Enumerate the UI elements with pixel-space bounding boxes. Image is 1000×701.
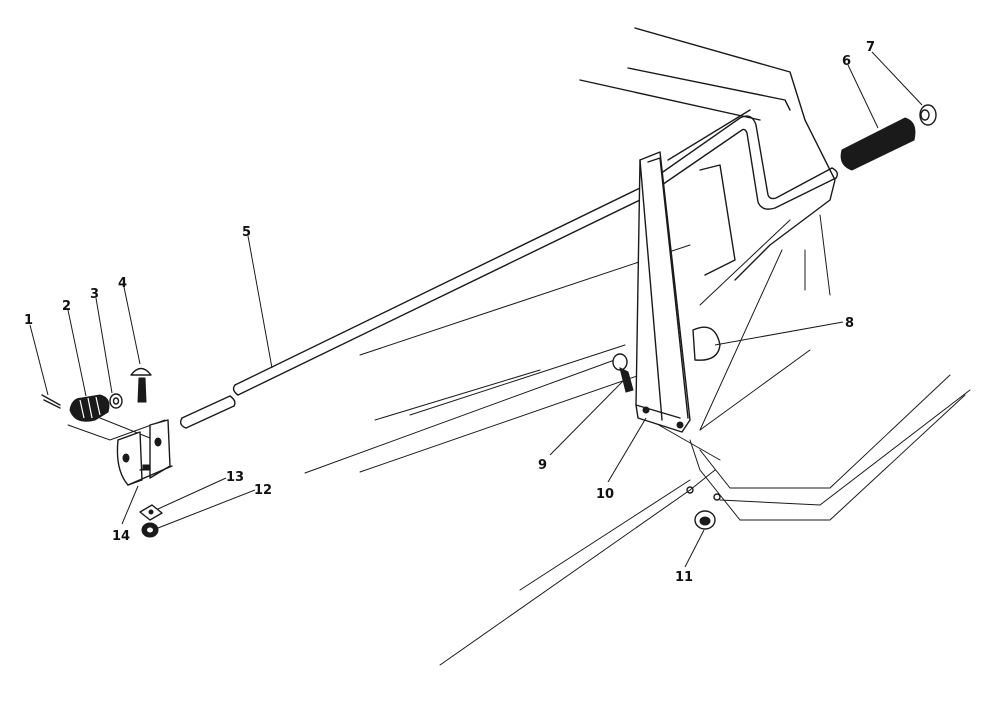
pedal-rod — [179, 109, 839, 429]
mounting-bracket — [67, 417, 173, 486]
spring — [69, 394, 110, 422]
lock-washer-13 — [139, 504, 163, 521]
grip-cap — [919, 104, 937, 126]
callout-13: 13 — [226, 470, 244, 485]
decal-plate — [692, 326, 721, 361]
callout-9: 9 — [538, 458, 547, 473]
callout-6: 6 — [842, 54, 851, 69]
pedal-arm — [635, 151, 691, 433]
callout-labels: 1 2 3 4 5 6 7 8 9 10 11 12 13 14 — [24, 40, 875, 585]
callout-3: 3 — [90, 287, 99, 302]
callout-4: 4 — [118, 276, 127, 291]
callout-8: 8 — [845, 316, 854, 331]
cotter-pin — [41, 394, 61, 409]
callout-11: 11 — [675, 570, 693, 585]
callout-10: 10 — [596, 487, 614, 502]
pedal-grip — [840, 117, 916, 171]
leader-lines — [29, 51, 923, 568]
nut-12 — [141, 522, 159, 538]
nut-11 — [686, 486, 721, 530]
callout-5: 5 — [242, 225, 251, 240]
carriage-bolt-4 — [130, 367, 152, 403]
callout-14: 14 — [112, 529, 130, 544]
callout-2: 2 — [62, 299, 71, 314]
callout-12: 12 — [254, 483, 272, 498]
callout-1: 1 — [24, 313, 33, 328]
callout-7: 7 — [866, 40, 875, 55]
bolt-9 — [612, 353, 634, 393]
washer-3 — [109, 393, 123, 409]
